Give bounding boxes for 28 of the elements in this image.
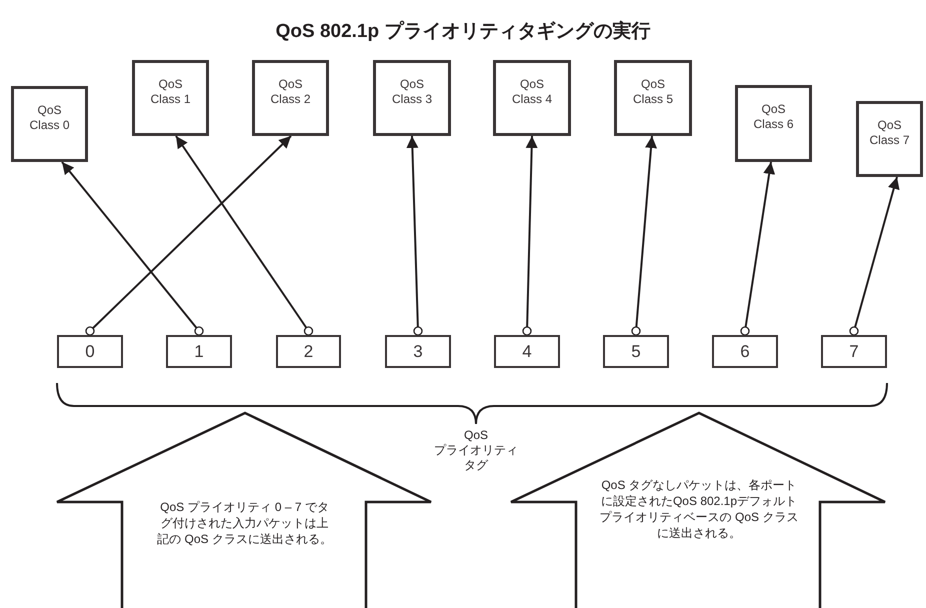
arrow: [631, 136, 657, 336]
arrow: [85, 135, 292, 336]
class-box: QoS Class 5: [614, 60, 692, 136]
class-box: QoS Class 0: [11, 86, 88, 162]
arrow: [849, 176, 900, 336]
class-box: QoS Class 6: [735, 85, 812, 162]
priority-tag-box: 5: [603, 335, 669, 368]
arrow: [406, 136, 423, 336]
title: QoS 802.1p プライオリティタギングの実行: [274, 20, 652, 44]
priority-tag-box: 3: [385, 335, 451, 368]
priority-tag-box: 1: [166, 335, 232, 368]
brace-label: QoS プライオリティタグ: [433, 428, 519, 473]
class-box: QoS Class 1: [132, 60, 209, 136]
class-box: QoS Class 3: [373, 60, 451, 136]
arrow: [740, 162, 776, 336]
class-box: QoS Class 4: [493, 60, 571, 136]
priority-tag-box: 6: [712, 335, 778, 368]
priority-tag-box: 0: [57, 335, 123, 368]
arrow-text: QoS タグなしパケットは、各ポートに設定されたQoS 802.1pデフォルトプライオリティベースの QoS クラスに送出される。: [599, 477, 799, 541]
arrow: [175, 135, 314, 336]
arrow-text: QoS プライオリティ 0 – 7 でタグ付けされた入力パケットは上記の QoS クラスに送出される。: [157, 499, 332, 547]
priority-tag-box: 7: [821, 335, 887, 368]
class-box: QoS Class 7: [856, 101, 923, 177]
arrow: [61, 161, 204, 336]
class-box: QoS Class 2: [252, 60, 329, 136]
priority-tag-box: 2: [276, 335, 341, 368]
arrow: [522, 136, 538, 336]
priority-tag-box: 4: [494, 335, 560, 368]
